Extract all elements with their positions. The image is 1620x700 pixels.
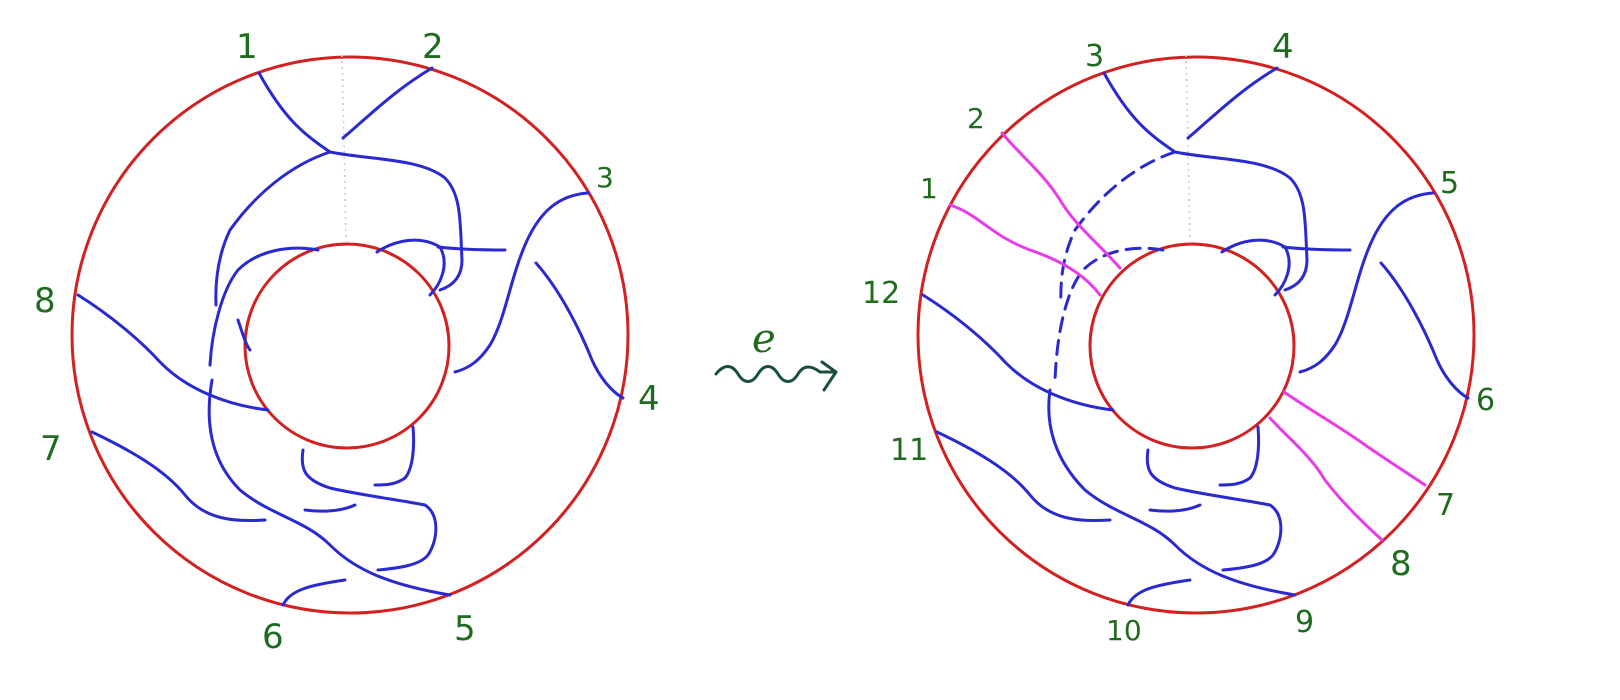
left-curve: [303, 503, 357, 513]
right-outer-circle: [916, 55, 1476, 615]
squiggle-arrow-icon: [714, 360, 838, 392]
right-curve: [1281, 245, 1352, 252]
right-boundary-label: 11: [890, 433, 928, 468]
operation-label: e: [752, 316, 776, 362]
left-curve: [214, 150, 332, 307]
left-curve: [436, 245, 507, 252]
right-boundary-label: 7: [1436, 488, 1455, 523]
right-inner-circle: [1088, 242, 1296, 450]
added-arc: [1268, 416, 1384, 542]
left-curve: [236, 318, 252, 352]
left-boundary-label: 2: [422, 27, 444, 67]
right-annulus: 1 2 3 4 5 6 7 8 9 10 11 12: [862, 27, 1495, 647]
right-boundary-label: 10: [1106, 614, 1142, 647]
left-boundary-label: 7: [40, 429, 62, 469]
left-boundary-label: 8: [34, 281, 56, 321]
operation-arrow: e: [714, 316, 838, 392]
left-curves: [76, 66, 625, 607]
left-curve: [341, 66, 434, 140]
left-curve: [281, 578, 347, 607]
right-boundary-label: 6: [1476, 383, 1495, 418]
left-inner-circle: [243, 242, 451, 450]
right-boundary-label: 9: [1295, 605, 1314, 640]
left-curve: [373, 425, 416, 487]
right-boundary-label: 2: [967, 102, 985, 135]
right-curve: [1102, 71, 1309, 292]
left-curve: [90, 430, 267, 523]
right-boundary-label: 5: [1440, 166, 1459, 201]
left-boundary-label: 3: [596, 161, 614, 194]
right-added-arcs: [948, 131, 1427, 542]
right-boundary-label: 8: [1390, 544, 1412, 584]
right-curve: [1379, 261, 1470, 400]
right-curve: [1053, 246, 1165, 382]
left-curve: [257, 71, 464, 292]
right-curve: [1218, 425, 1261, 487]
right-curve: [1047, 388, 1297, 597]
right-faint-guide: [1185, 54, 1191, 246]
right-boundary-label: 3: [1085, 39, 1104, 74]
right-curve: [1148, 503, 1202, 513]
left-curve: [208, 246, 320, 367]
added-arc: [1282, 390, 1427, 487]
left-faint-guide: [341, 54, 347, 246]
right-boundary-labels: 1 2 3 4 5 6 7 8 9 10 11 12: [862, 27, 1495, 647]
left-boundary-label: 1: [236, 27, 258, 67]
right-curve: [1059, 150, 1177, 307]
right-curve: [1126, 578, 1192, 607]
added-arc: [1000, 131, 1122, 270]
left-boundary-label: 4: [638, 379, 660, 419]
added-arc: [948, 203, 1102, 297]
right-curve: [935, 430, 1112, 523]
left-curve: [76, 293, 270, 412]
left-boundary-label: 6: [262, 617, 284, 657]
left-outer-circle: [70, 55, 630, 615]
right-curve: [921, 293, 1115, 412]
right-boundary-label: 1: [920, 172, 938, 205]
right-curve: [1186, 66, 1279, 140]
left-boundary-label: 5: [454, 609, 476, 649]
right-boundary-label: 12: [862, 276, 900, 311]
right-curve: [1145, 448, 1283, 572]
left-curve: [207, 378, 452, 597]
left-curve: [534, 261, 625, 400]
right-boundary-label: 4: [1272, 27, 1294, 67]
left-boundary-labels: 1 2 3 4 5 6 7 8: [34, 27, 660, 657]
left-annulus: 1 2 3 4 5 6 7 8: [34, 27, 660, 657]
right-curve: [1298, 191, 1435, 374]
left-curve: [300, 448, 438, 572]
left-curve: [453, 191, 590, 374]
right-curves: [921, 66, 1470, 607]
